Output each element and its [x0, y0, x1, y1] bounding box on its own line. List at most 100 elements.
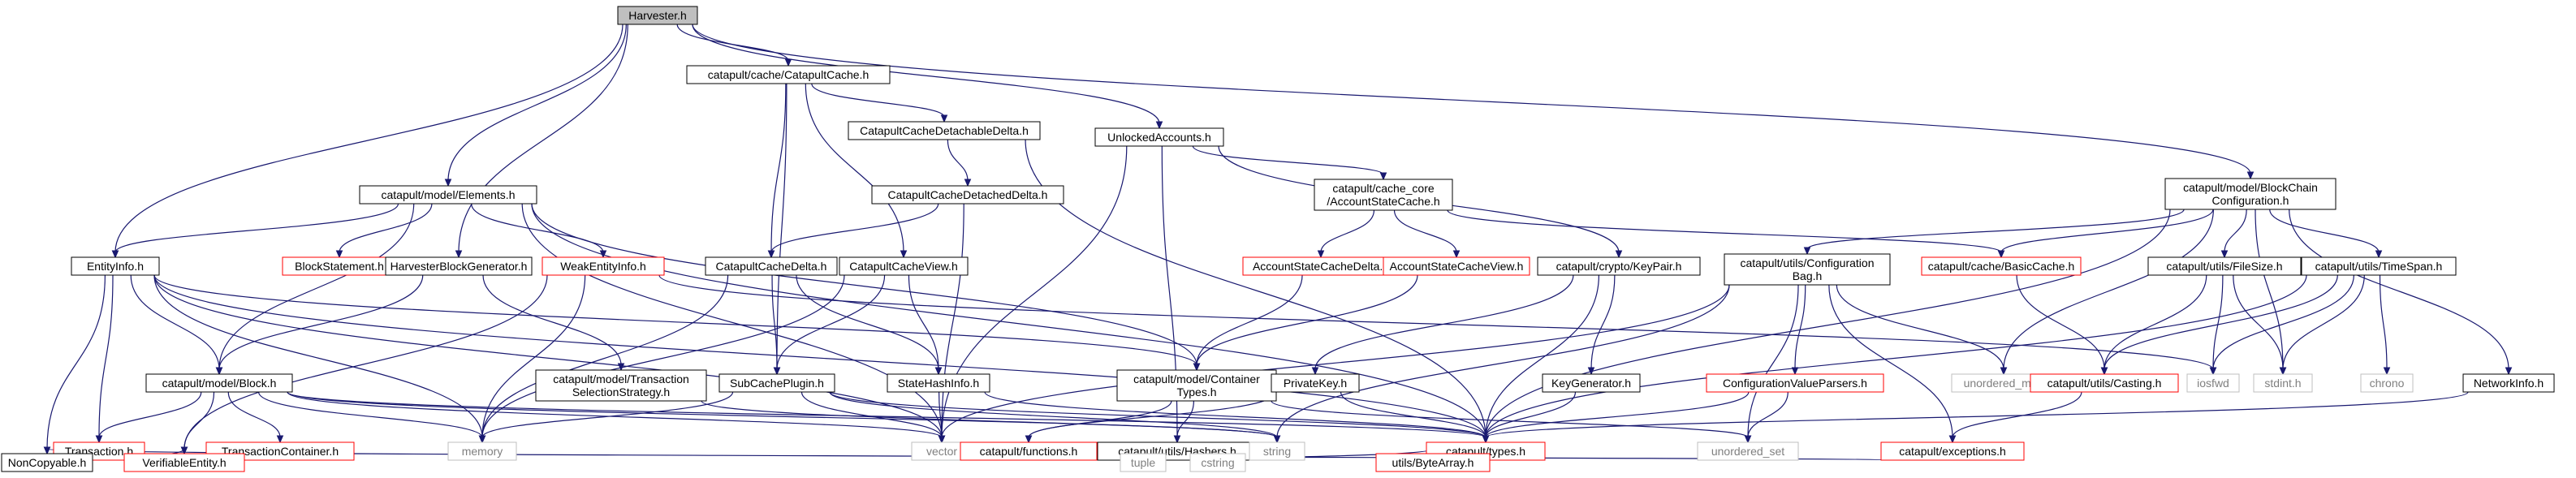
dependency-edge-blockchain_config-to-catapult_types — [1482, 209, 2171, 444]
edge-arrowhead — [1155, 121, 1163, 130]
edge-line — [1836, 284, 2004, 370]
edge-line — [287, 391, 1486, 438]
node-label: TransactionContainer.h — [222, 445, 339, 458]
node-unlocked-accounts[interactable]: UnlockedAccounts.h — [1094, 127, 1224, 147]
edge-line — [339, 203, 433, 253]
edge-line — [1485, 391, 1750, 438]
node-model-block[interactable]: catapult/model/Block.h — [145, 373, 293, 393]
dependency-edge-harvester-to-unlocked_accounts — [692, 24, 1163, 130]
node-state-hash-info[interactable]: StateHashInfo.h — [887, 373, 990, 393]
node-box — [1706, 373, 1884, 393]
dependency-edge-config_bag-to-config_value_parsers — [1791, 284, 1806, 376]
edge-arrowhead — [617, 363, 625, 372]
edge-line — [2003, 209, 2214, 370]
node-model-elements[interactable]: catapult/model/Elements.h — [359, 185, 537, 205]
node-account-state-cache-delta[interactable]: AccountStateCacheDelta.h — [1242, 256, 1400, 276]
node-label: SubCachePlugin.h — [730, 377, 824, 390]
node-label: tuple — [1131, 456, 1156, 469]
node-box — [542, 256, 665, 276]
edge-line — [2212, 274, 2354, 370]
dependency-edge-model_elements-to-weak_entity_info — [471, 203, 607, 259]
edge-arrowhead — [934, 367, 943, 376]
node-catapult-functions[interactable]: catapult/functions.h — [960, 441, 1098, 461]
edge-line — [2289, 209, 2509, 370]
node-catapult-exceptions[interactable]: catapult/exceptions.h — [1880, 441, 2025, 461]
node-txn-selection-strategy[interactable]: catapult/model/TransactionSelectionStrat… — [535, 369, 707, 402]
node-label: NonCopyable.h — [8, 456, 87, 469]
edge-line — [1747, 284, 1799, 438]
node-box — [1271, 373, 1360, 393]
node-label: EntityInfo.h — [87, 260, 144, 273]
edge-line — [1196, 274, 1303, 366]
dependency-edge-basic_cache-to-utils_casting — [2016, 274, 2108, 376]
node-label: UnlockedAccounts.h — [1107, 131, 1211, 144]
dependency-edge-time_span-to-stdint — [2279, 274, 2365, 376]
edge-line — [1320, 209, 1375, 253]
node-label: Configuration.h — [2212, 194, 2289, 207]
node-label: iosfwd — [2197, 377, 2229, 390]
dependency-edge-weak_entity_info-to-memory — [478, 274, 586, 444]
dependency-edge-harvester_block_generator-to-model_block — [215, 274, 424, 376]
node-cstring: cstring — [1189, 453, 1246, 472]
node-harvester-block-generator[interactable]: HarvesterBlockGenerator.h — [385, 256, 533, 276]
node-cache-view[interactable]: CatapultCacheView.h — [839, 256, 969, 276]
node-block-statement[interactable]: BlockStatement.h — [282, 256, 397, 276]
dependency-edge-model_block-to-memory — [258, 391, 486, 444]
node-box — [1537, 256, 1701, 276]
edge-arrowhead — [95, 435, 103, 444]
node-account-state-cache-view[interactable]: AccountStateCacheView.h — [1383, 256, 1530, 276]
dependency-edge-config_bag-to-unordered_map — [1836, 284, 2008, 376]
edge-arrowhead — [444, 179, 452, 187]
edge-line — [1485, 209, 2171, 438]
node-label: NetworkInfo.h — [2474, 377, 2544, 390]
node-verifiable-entity[interactable]: VerifiableEntity.h — [123, 453, 245, 472]
node-noncopyable[interactable]: NonCopyable.h — [1, 453, 93, 472]
node-account-state-cache[interactable]: catapult/cache_core/AccountStateCache.h — [1314, 179, 1453, 211]
dependency-edge-account_state_cache-to-account_state_cache_delta — [1317, 209, 1375, 259]
dependency-edge-model_elements-to-model_block — [215, 203, 415, 376]
node-box — [535, 369, 707, 402]
node-cache-detached-delta[interactable]: CatapultCacheDetachedDelta.h — [871, 185, 1064, 205]
edge-line — [521, 203, 943, 438]
dependency-edge-blockchain_config-to-network_info — [2289, 209, 2513, 376]
node-box — [2253, 373, 2313, 393]
node-time-span[interactable]: catapult/utils/TimeSpan.h — [2301, 256, 2457, 276]
dependency-edge-model_block-to-vector — [287, 391, 946, 444]
dependency-edge-entity_info-to-transaction — [95, 274, 114, 444]
node-key-generator[interactable]: KeyGenerator.h — [1542, 373, 1641, 393]
node-network-info[interactable]: NetworkInfo.h — [2462, 373, 2555, 393]
node-byte-array[interactable]: utils/ByteArray.h — [1375, 453, 1491, 472]
edge-arrowhead — [215, 367, 223, 376]
edge-line — [1485, 391, 1577, 438]
node-label: catapult/cache/BasicCache.h — [1928, 260, 2075, 273]
node-entity-info[interactable]: EntityInfo.h — [71, 256, 160, 276]
node-private-key[interactable]: PrivateKey.h — [1271, 373, 1360, 393]
node-file-size[interactable]: catapult/utils/FileSize.h — [2147, 256, 2302, 276]
node-box — [718, 373, 835, 393]
node-box — [848, 121, 1041, 140]
node-cache-delta[interactable]: CatapultCacheDelta.h — [705, 256, 838, 276]
edge-line — [776, 83, 787, 370]
dependency-edge-unlocked_accounts-to-account_state_cache — [1192, 145, 1387, 181]
node-cache-detachable-delta[interactable]: CatapultCacheDetachableDelta.h — [848, 121, 1041, 140]
edge-line — [1192, 145, 1384, 175]
edge-line — [811, 83, 945, 118]
dependency-edge-network_info-to-catapult_types — [1482, 391, 2469, 444]
edge-line — [1314, 274, 1574, 370]
edge-line — [1952, 391, 2082, 438]
node-utils-casting[interactable]: catapult/utils/Casting.h — [2030, 373, 2179, 393]
node-crypto-keypair[interactable]: catapult/crypto/KeyPair.h — [1537, 256, 1701, 276]
node-config-value-parsers[interactable]: ConfigurationValueParsers.h — [1706, 373, 1884, 393]
dependency-edge-harvester-to-model_elements — [444, 24, 627, 187]
edge-line — [658, 274, 2214, 370]
edge-arrowhead — [1379, 172, 1387, 181]
node-catapult-cache[interactable]: catapult/cache/CatapultCache.h — [686, 65, 891, 84]
node-box — [617, 6, 698, 25]
node-weak-entity-info[interactable]: WeakEntityInfo.h — [542, 256, 665, 276]
node-basic-cache[interactable]: catapult/cache/BasicCache.h — [1921, 256, 2082, 276]
node-box — [1094, 127, 1224, 147]
node-sub-cache-plugin[interactable]: SubCachePlugin.h — [718, 373, 835, 393]
